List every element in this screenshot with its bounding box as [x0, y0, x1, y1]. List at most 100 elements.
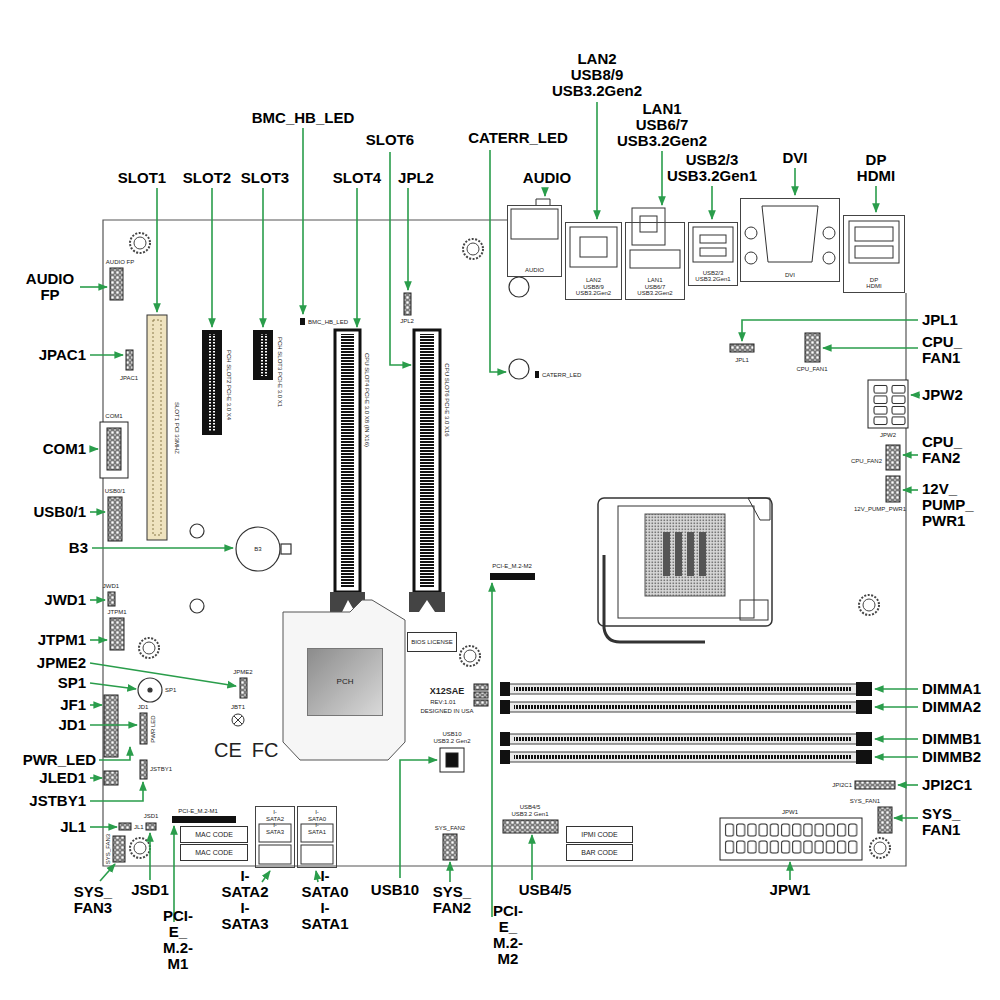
- dimm-slot: [500, 682, 872, 764]
- label-anchor: JPAC1: [120, 375, 138, 382]
- silkscreen-label: REV:1.01: [430, 699, 455, 706]
- pin-header: [805, 333, 820, 362]
- dimm-slot: [500, 682, 510, 696]
- label-anchor: JPME2: [233, 669, 252, 676]
- io-connector-detail: [511, 209, 558, 239]
- node-text: MAC CODE: [195, 849, 233, 857]
- pcie-slot: [202, 330, 222, 435]
- io-connector-detail: [700, 235, 726, 243]
- license-sticker: BIOS LICENSE: [407, 632, 457, 652]
- sata-port: [259, 845, 291, 864]
- io-connector: DVI: [740, 198, 840, 282]
- power-connector: [724, 822, 858, 856]
- pin-header: [474, 700, 488, 706]
- led: [300, 318, 305, 325]
- leader-line: [491, 583, 493, 917]
- node-text: I-SATA0 I-SATA1: [308, 809, 326, 835]
- label-anchor: FC: [252, 740, 279, 760]
- io-connector: LAN2 USB8/9 USB3.2Gen2: [565, 222, 622, 300]
- label-anchor: SYS_FAN3: [105, 834, 112, 864]
- callout-label: SYS_ FAN1: [922, 806, 960, 838]
- pcie-slot: [420, 334, 434, 588]
- cpu-socket: [687, 532, 694, 576]
- label-anchor: PCI-E_ M.2-M1: [163, 908, 193, 972]
- mounting-hole: [139, 638, 159, 658]
- callout-label: 12V_ PUMP_ PWR1: [922, 481, 974, 529]
- silkscreen-label: PCI-E_M.2-M1: [178, 808, 218, 815]
- callout-label: JPL2: [398, 170, 434, 186]
- label-anchor: JSTBY1: [29, 793, 86, 809]
- label-anchor: CE: [214, 740, 242, 760]
- io-connector-detail: [640, 216, 657, 232]
- callout-label: JTPM1: [38, 632, 86, 648]
- dimm-slot: [514, 737, 852, 741]
- plain-circle: [190, 524, 204, 538]
- label-anchor: JPI2C1: [922, 777, 972, 793]
- leader-line: [544, 188, 546, 196]
- label-anchor: JPW2: [880, 432, 896, 439]
- label-anchor: PCH SLOT2 PCI-E 3.0 X4: [226, 350, 233, 420]
- pcie-slot: [259, 334, 267, 376]
- code-sticker: MAC CODE: [180, 826, 248, 843]
- silkscreen-label: JPME2: [233, 669, 252, 676]
- leader-line: [90, 777, 102, 779]
- callout-label: LAN1 USB6/7 USB3.2Gen2: [617, 101, 707, 149]
- pch-heatsink: [283, 600, 405, 760]
- callout-label: SP1: [58, 675, 86, 691]
- cpu-socket: [748, 498, 770, 520]
- leader-line: [490, 150, 506, 372]
- label-anchor: JPI2C1: [832, 782, 852, 789]
- silkscreen-label: JSTBY1: [150, 766, 172, 773]
- plain-circle: [190, 277, 529, 613]
- cpu-socket: [699, 532, 706, 576]
- io-connector-detail: [630, 250, 680, 268]
- io-connector-detail: [580, 237, 607, 257]
- io-connector-detail: [745, 227, 757, 239]
- leader-line: [90, 663, 236, 686]
- label-anchor: USB3.2 Gen2: [433, 738, 470, 745]
- pcie-slot: [202, 330, 445, 612]
- leader-line: [262, 871, 270, 882]
- battery: [236, 527, 291, 571]
- label-anchor: 12V_PUMP_PWR1: [854, 506, 906, 513]
- silkscreen-label: CPU_FAN2: [851, 458, 882, 465]
- mounting-hole: [130, 233, 890, 858]
- pin-header: [404, 293, 411, 315]
- io-connector-detail: [762, 206, 818, 262]
- plain-circle: [509, 359, 529, 379]
- silkscreen-label: JD1: [138, 704, 149, 711]
- silkscreen-label: SYS_FAN2: [435, 825, 465, 832]
- callout-label: PCI-E_ M.2-M1: [163, 908, 193, 972]
- pin-header: [886, 445, 900, 470]
- dimm-slot: [856, 700, 872, 714]
- leader-line: [90, 826, 117, 828]
- label-anchor: SYS_ FAN2: [433, 884, 471, 916]
- label-anchor: JPL2: [398, 170, 434, 186]
- label-anchor: JPAC1: [39, 347, 86, 363]
- node-text: LAN2 USB8/9 USB3.2Gen2: [576, 277, 611, 297]
- callout-label: SLOT6: [366, 132, 414, 148]
- callout-label: AUDIO FP: [26, 271, 74, 303]
- dimm-slot: [508, 702, 858, 712]
- led: [535, 371, 539, 378]
- leader-line: [92, 547, 233, 549]
- silkscreen-label: JSD1: [144, 813, 159, 820]
- mounting-hole: [463, 239, 483, 259]
- label-anchor: JWD1: [103, 583, 119, 590]
- label-anchor: SLOT4: [333, 170, 381, 186]
- label-anchor: REV:1.01: [430, 699, 455, 706]
- pin-header: [140, 713, 147, 744]
- io-connector: AUDIO: [507, 205, 562, 277]
- node-text: BAR CODE: [581, 849, 618, 857]
- callout-label: CPU_ FAN2: [922, 434, 962, 466]
- leader-line: [80, 286, 107, 288]
- silkscreen-label: JPI2C1: [832, 782, 852, 789]
- label-anchor: JWD1: [44, 592, 86, 608]
- silkscreen-label: JPAC1: [120, 375, 138, 382]
- label-anchor: JSD1: [144, 813, 159, 820]
- mounting-hole: [130, 838, 150, 858]
- label-anchor: CPU SLOT4 PCI-E 3.0 X8 (IN X16): [364, 353, 371, 447]
- label-anchor: JPW1: [770, 882, 811, 898]
